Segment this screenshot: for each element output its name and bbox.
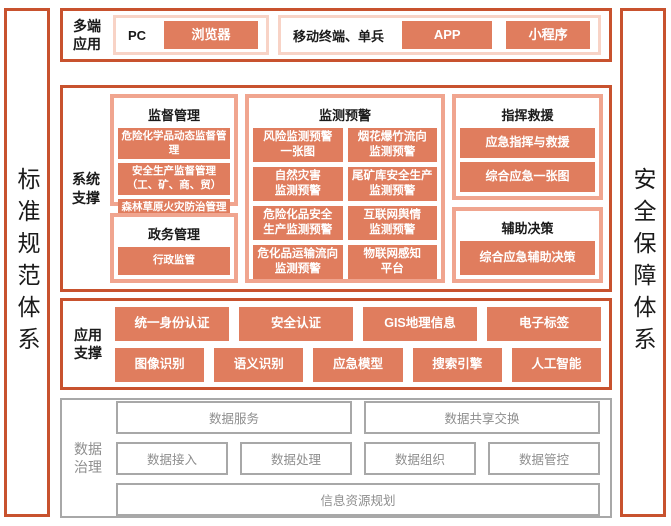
iot-sensing-platform-box: 物联网感知 平台 — [347, 244, 437, 279]
hazchem-transport-monitoring-box: 危化品运输流向 监测预警 — [253, 244, 343, 279]
data-governance-row-2: 数据接入 数据处理 数据组织 数据管控 — [116, 441, 600, 475]
electronic-tag-box: 电子标签 — [487, 306, 601, 341]
monitoring-warning-panel: 监测预警 风险监测预警 一张图 烟花爆竹流向 监测预警 自然灾害 监测预警 尾矿… — [245, 94, 445, 283]
supervision-items: 危险化学品动态监督管理 安全生产监督管理 （工、矿、商、贸） 森林草原火灾防治管… — [118, 128, 230, 217]
security-system-banner: 安全保障体系 — [620, 8, 666, 517]
security-system-label: 安全保障体系 — [630, 166, 656, 359]
data-sharing-exchange-box: 数据共享交换 — [364, 400, 600, 434]
supervision-title: 监督管理 — [147, 108, 200, 123]
command-rescue-items: 应急指挥与救援 综合应急一张图 — [460, 128, 595, 193]
risk-monitoring-map-box: 风险监测预警 一张图 — [253, 128, 343, 162]
command-column: 指挥救援 应急指挥与救援 综合应急一张图 辅助决策 综合应急辅助决策 — [452, 94, 603, 283]
tailings-pond-monitoring-box: 尾矿库安全生产 监测预警 — [347, 166, 437, 201]
mobile-group: 移动终端、单兵 APP 小程序 — [278, 15, 601, 55]
data-organization-box: 数据组织 — [364, 441, 476, 475]
multi-terminal-layer: 多端应用 PC 浏览器 移动终端、单兵 APP 小程序 — [60, 8, 612, 62]
emergency-decision-support-box: 综合应急辅助决策 — [460, 241, 595, 275]
data-governance-row-3: 信息资源规划 — [116, 482, 600, 516]
multi-terminal-label: 多端应用 — [73, 17, 101, 52]
data-governance-grid: 数据服务 数据共享交换 数据接入 数据处理 数据组织 数据管控 信息资源规划 — [116, 400, 600, 516]
application-support-label: 应用支撑 — [74, 326, 102, 361]
government-affairs-title: 政务管理 — [147, 226, 200, 242]
semantic-recognition-box: 语义识别 — [214, 347, 304, 382]
gis-geographic-info-box: GIS地理信息 — [363, 306, 477, 341]
pc-label: PC — [128, 27, 147, 43]
browser-box: 浏览器 — [164, 21, 258, 49]
application-support-row-2: 图像识别 语义识别 应急模型 搜索引擎 人工智能 — [115, 347, 602, 382]
standards-system-banner: 标准规范体系 — [4, 8, 50, 517]
monitoring-warning-title: 监测预警 — [318, 108, 371, 123]
monitoring-warning-grid: 风险监测预警 一张图 烟花爆竹流向 监测预警 自然灾害 监测预警 尾矿库安全生产… — [253, 128, 437, 279]
pc-group: PC 浏览器 — [113, 15, 269, 55]
government-affairs-items: 行政监管 — [118, 246, 230, 275]
hazchem-dynamic-supervision-box: 危险化学品动态监督管理 — [118, 128, 230, 160]
forest-fire-prevention-box: 森林草原火灾防治管理 — [118, 198, 230, 217]
application-support-layer: 应用支撑 统一身份认证 安全认证 GIS地理信息 电子标签 图像识别 语义识别 … — [60, 298, 612, 390]
app-box: APP — [402, 21, 493, 49]
data-governance-layer: 数据治理 数据服务 数据共享交换 数据接入 数据处理 数据组织 数据管控 信息资… — [60, 398, 612, 518]
work-safety-supervision-box: 安全生产监督管理 （工、矿、商、贸） — [118, 163, 230, 195]
emergency-command-rescue-box: 应急指挥与救援 — [460, 128, 595, 159]
image-recognition-box: 图像识别 — [115, 347, 205, 382]
decision-support-title: 辅助决策 — [501, 221, 554, 237]
command-rescue-title: 指挥救援 — [501, 108, 554, 123]
data-control-box: 数据管控 — [488, 441, 600, 475]
standards-system-label: 标准规范体系 — [14, 166, 40, 359]
internet-opinion-monitoring-box: 互联网舆情 监测预警 — [347, 205, 437, 240]
decision-support-items: 综合应急辅助决策 — [460, 241, 595, 275]
natural-disaster-monitoring-box: 自然灾害 监测预警 — [253, 166, 343, 201]
government-affairs-panel: 政务管理 行政监管 — [110, 212, 238, 283]
search-engine-box: 搜索引擎 — [412, 347, 502, 382]
system-support-layer: 系统支撑 监督管理 危险化学品动态监督管理 安全生产监督管理 （工、矿、商、贸）… — [60, 85, 612, 292]
supervision-panel: 监督管理 危险化学品动态监督管理 安全生产监督管理 （工、矿、商、贸） 森林草原… — [110, 94, 238, 217]
monitoring-column: 监测预警 风险监测预警 一张图 烟花爆竹流向 监测预警 自然灾害 监测预警 尾矿… — [245, 94, 445, 283]
system-support-label: 系统支撑 — [72, 171, 100, 206]
supervision-column: 监督管理 危险化学品动态监督管理 安全生产监督管理 （工、矿、商、贸） 森林草原… — [110, 94, 238, 283]
data-processing-box: 数据处理 — [240, 441, 352, 475]
mobile-terminal-label: 移动终端、单兵 — [293, 28, 385, 44]
application-support-row-1: 统一身份认证 安全认证 GIS地理信息 电子标签 — [115, 306, 601, 341]
data-service-box: 数据服务 — [116, 400, 352, 434]
artificial-intelligence-box: 人工智能 — [511, 347, 602, 382]
command-rescue-panel: 指挥救援 应急指挥与救援 综合应急一张图 — [452, 94, 603, 201]
administrative-supervision-box: 行政监管 — [118, 246, 230, 275]
info-resource-planning-box: 信息资源规划 — [116, 482, 600, 516]
mini-program-box: 小程序 — [506, 21, 590, 49]
data-access-box: 数据接入 — [116, 441, 228, 475]
emergency-model-box: 应急模型 — [313, 347, 403, 382]
unified-identity-auth-box: 统一身份认证 — [115, 306, 229, 341]
security-auth-box: 安全认证 — [239, 306, 353, 341]
application-support-grid: 统一身份认证 安全认证 GIS地理信息 电子标签 图像识别 语义识别 应急模型 … — [115, 306, 602, 382]
comprehensive-emergency-map-box: 综合应急一张图 — [460, 162, 595, 193]
data-governance-row-1: 数据服务 数据共享交换 — [116, 400, 600, 434]
fireworks-flow-monitoring-box: 烟花爆竹流向 监测预警 — [347, 128, 437, 162]
decision-support-panel: 辅助决策 综合应急辅助决策 — [452, 207, 603, 283]
hazchem-safety-monitoring-box: 危险化品安全 生产监测预警 — [253, 205, 343, 240]
data-governance-label: 数据治理 — [74, 440, 102, 475]
